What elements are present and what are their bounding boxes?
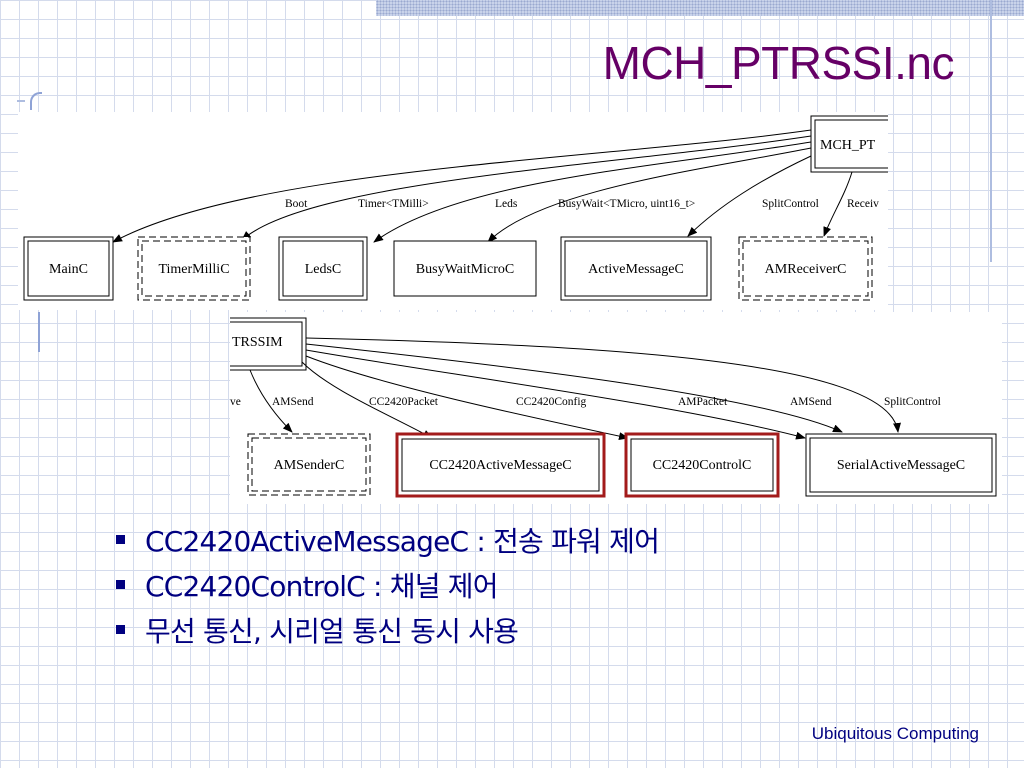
bullet-text: CC2420ControlC : 채널 제어 bbox=[145, 570, 499, 603]
top-diagram: MCH_PT Boot Timer<TMilli> Leds BusyWait<… bbox=[18, 112, 888, 310]
node-serialactivemessagec-label: SerialActiveMessageC bbox=[837, 458, 965, 473]
node-cc2420controlc-label: CC2420ControlC bbox=[653, 458, 752, 473]
bullet-item: 무선 통신, 시리얼 통신 동시 사용 bbox=[112, 610, 659, 655]
edge-label-cc2420config: CC2420Config bbox=[516, 396, 587, 408]
edge-label-busywait: BusyWait<TMicro, uint16_t> bbox=[558, 198, 695, 210]
top-decor-band bbox=[376, 0, 1024, 16]
node-busywaitmicroc-label: BusyWaitMicroC bbox=[416, 262, 514, 277]
edge-label-splitcontrol-2: SplitControl bbox=[884, 396, 941, 408]
edge-ampacket bbox=[305, 349, 806, 440]
node-amsenderc: AMSenderC bbox=[247, 433, 371, 496]
bullet-list: CC2420ActiveMessageC : 전송 파워 제어 CC2420Co… bbox=[112, 520, 660, 655]
slide-title: MCH_PTRSSI.nc bbox=[602, 37, 955, 89]
edge-label-amsend-1: AMSend bbox=[272, 396, 314, 408]
node-amsenderc-label: AMSenderC bbox=[274, 458, 345, 473]
edge-label-receive: Receiv bbox=[847, 198, 879, 210]
edge-timer bbox=[241, 135, 812, 241]
top-diagram-edges bbox=[112, 129, 853, 243]
node-ledsc-label: LedsC bbox=[305, 262, 342, 277]
edge-splitcontrol bbox=[687, 155, 812, 237]
right-decor-line bbox=[990, 0, 992, 262]
node-mainc-label: MainC bbox=[49, 262, 88, 277]
component-diagram: MCH_PT Boot Timer<TMilli> Leds BusyWait<… bbox=[18, 112, 1002, 504]
bottom-diagram-edges bbox=[249, 337, 901, 441]
left-decor-bar bbox=[38, 312, 40, 352]
node-busywaitmicroc: BusyWaitMicroC bbox=[393, 240, 537, 297]
node-ledsc: LedsC bbox=[278, 236, 368, 301]
edge-label-timer: Timer<TMilli> bbox=[358, 198, 429, 210]
node-amreceiverc-label: AMReceiverC bbox=[765, 262, 847, 277]
bottom-source-node: TRSSIM bbox=[230, 317, 307, 371]
left-decor-dash bbox=[17, 100, 25, 102]
edge-label-ampacket: AMPacket bbox=[678, 396, 728, 408]
left-curl-decor bbox=[30, 92, 42, 110]
bullet-square-icon bbox=[116, 580, 125, 589]
node-cc2420activemessagec-label: CC2420ActiveMessageC bbox=[429, 458, 571, 473]
edge-label-cc2420packet: CC2420Packet bbox=[369, 396, 439, 408]
bullet-square-icon bbox=[116, 625, 125, 634]
bullet-item: CC2420ActiveMessageC : 전송 파워 제어 bbox=[112, 520, 660, 565]
edge-amsend-2 bbox=[305, 343, 843, 433]
edge-label-amsend-2: AMSend bbox=[790, 396, 832, 408]
node-timermillic: TimerMilliC bbox=[137, 236, 251, 301]
node-mainc: MainC bbox=[23, 236, 114, 301]
edge-label-ve: ve bbox=[230, 396, 241, 408]
node-activemessagec: ActiveMessageC bbox=[560, 236, 712, 301]
top-source-node: MCH_PT bbox=[810, 115, 888, 173]
edge-busywait bbox=[487, 147, 812, 243]
bullet-text: CC2420ActiveMessageC : 전송 파워 제어 bbox=[145, 525, 660, 558]
bottom-diagram: TRSSIM ve AMSend CC2420Packet CC2420Conf… bbox=[230, 312, 1002, 504]
edge-boot bbox=[112, 129, 812, 243]
edge-label-splitcontrol: SplitControl bbox=[762, 198, 819, 210]
edge-label-leds: Leds bbox=[495, 198, 518, 210]
node-cc2420controlc: CC2420ControlC bbox=[624, 432, 780, 498]
bullet-square-icon bbox=[116, 535, 125, 544]
edge-leds bbox=[373, 141, 812, 243]
bullet-text: 무선 통신, 시리얼 통신 동시 사용 bbox=[145, 615, 519, 648]
bottom-source-node-label: TRSSIM bbox=[232, 335, 283, 350]
node-serialactivemessagec: SerialActiveMessageC bbox=[805, 433, 997, 497]
node-cc2420activemessagec: CC2420ActiveMessageC bbox=[395, 432, 606, 498]
edge-splitcontrol-2 bbox=[305, 337, 901, 433]
node-timermillic-label: TimerMilliC bbox=[158, 262, 229, 277]
node-activemessagec-label: ActiveMessageC bbox=[588, 262, 684, 277]
slide-footer: Ubiquitous Computing bbox=[811, 724, 979, 743]
edge-label-boot: Boot bbox=[285, 198, 308, 210]
edge-amsend-1 bbox=[249, 369, 293, 433]
bullet-item: CC2420ControlC : 채널 제어 bbox=[112, 565, 659, 610]
edge-cc2420packet bbox=[301, 361, 433, 439]
edge-cc2420config bbox=[305, 355, 629, 441]
node-amreceiverc: AMReceiverC bbox=[738, 236, 873, 301]
top-source-node-label: MCH_PT bbox=[820, 138, 876, 153]
edge-receive bbox=[823, 171, 853, 237]
